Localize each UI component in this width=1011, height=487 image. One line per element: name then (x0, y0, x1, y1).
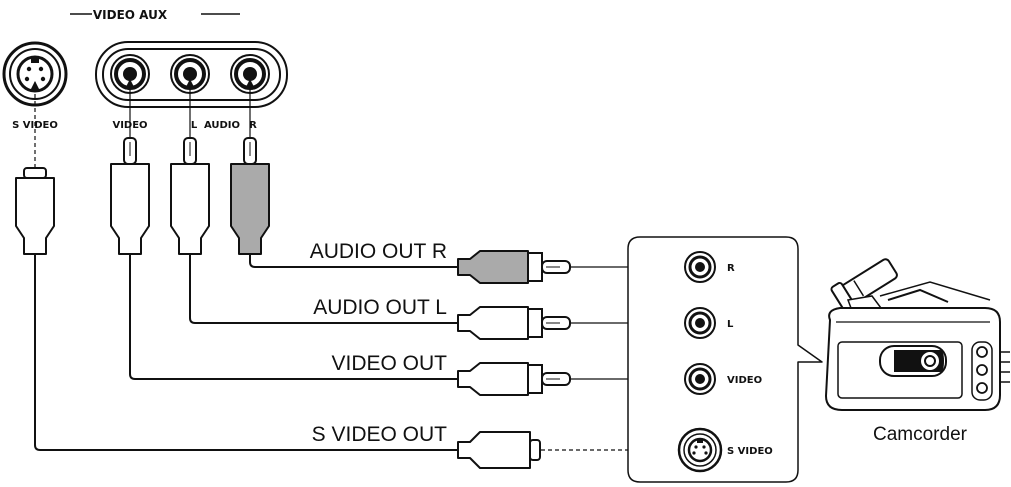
video-aux-title: VIDEO AUX (93, 8, 168, 22)
video-out-label: VIDEO OUT (331, 352, 447, 375)
camcorder-video-label: VIDEO (727, 375, 762, 386)
audio-input-label: AUDIO (204, 120, 240, 131)
audio-r-plug-horizontal (457, 250, 571, 284)
audio-r-rca-jack (230, 54, 270, 94)
camcorder-r-jack (684, 251, 716, 283)
s-video-cable (34, 254, 458, 451)
camcorder-label: Camcorder (873, 424, 968, 445)
video-aux-header: VIDEO AUX (70, 8, 240, 22)
audio-l-plug-vertical (170, 137, 210, 255)
audio-l-input-label: L (191, 120, 198, 131)
audio-out-r-label: AUDIO OUT R (310, 240, 447, 263)
s-video-plug-vertical (15, 167, 55, 255)
camcorder-s-video-jack (677, 427, 723, 473)
camcorder-r-label: R (727, 263, 735, 274)
audio-r-input-label: R (249, 120, 257, 131)
audio-out-l-label: AUDIO OUT L (313, 296, 447, 319)
s-video-input-jack (2, 41, 68, 107)
audio-r-plug-vertical (230, 137, 270, 255)
s-video-out-label: S VIDEO OUT (312, 423, 448, 446)
camcorder-l-jack (684, 307, 716, 339)
audio-l-cable (189, 254, 458, 324)
video-plug-horizontal (457, 362, 571, 396)
audio-r-cable (249, 254, 458, 268)
camcorder-illustration (824, 258, 1010, 411)
camcorder-video-jack (684, 363, 716, 395)
camcorder-l-label: L (727, 319, 734, 330)
video-plug-vertical (110, 137, 150, 255)
video-cable (129, 254, 458, 380)
camcorder-s-video-label: S VIDEO (727, 446, 773, 457)
audio-l-plug-horizontal (457, 306, 571, 340)
camcorder-jack-panel (627, 236, 823, 483)
s-video-plug-horizontal (457, 431, 541, 469)
